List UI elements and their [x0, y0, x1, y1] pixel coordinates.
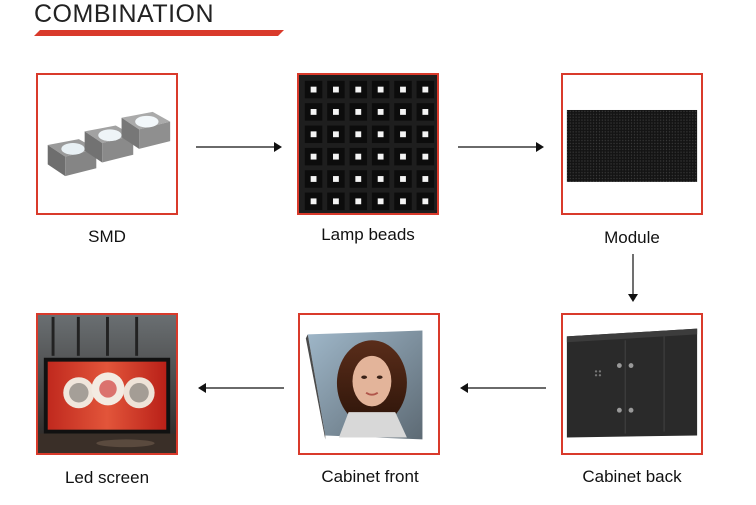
module-image — [561, 73, 703, 215]
title-underline — [34, 30, 284, 36]
step-label-module: Module — [604, 228, 660, 247]
lamp-beads-image — [297, 73, 439, 215]
arrow-left-icon — [198, 381, 284, 399]
arrow-down-icon — [627, 254, 639, 307]
cabinet-front-image — [298, 313, 440, 455]
arrow-left-icon — [460, 381, 546, 399]
cabinet-back-image — [561, 313, 703, 455]
arrow-right-icon — [458, 140, 544, 158]
page-title: COMBINATION — [34, 0, 215, 28]
smd-image — [36, 73, 178, 215]
step-label-led-screen: Led screen — [64, 468, 150, 487]
step-label-cabinet-front: Cabinet front — [321, 467, 419, 486]
arrow-right-icon — [196, 140, 282, 158]
step-label-smd: SMD — [88, 227, 126, 246]
step-label-cabinet-back: Cabinet back — [582, 467, 682, 486]
led-screen-image — [36, 313, 178, 455]
step-label-lamp-beads: Lamp beads — [321, 225, 415, 244]
